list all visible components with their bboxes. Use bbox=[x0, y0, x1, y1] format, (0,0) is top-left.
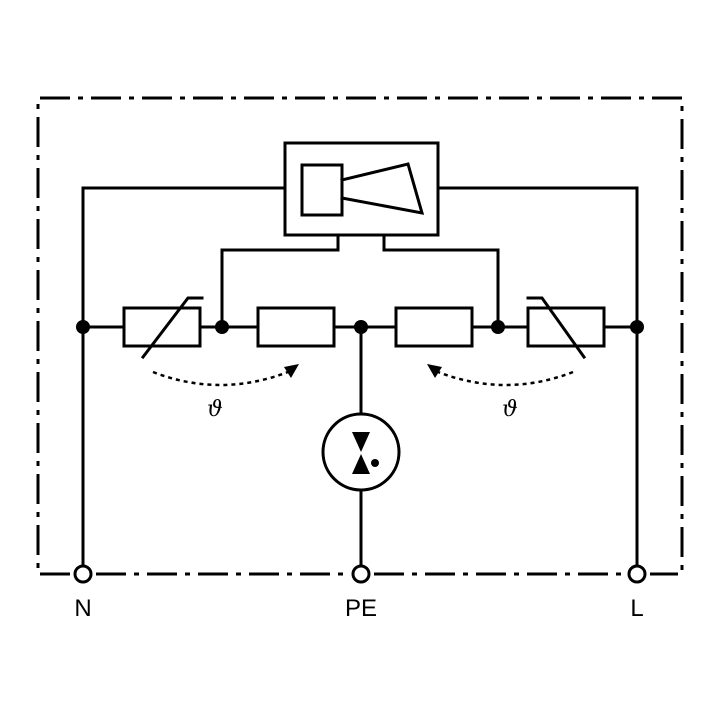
right-thermal-fuse bbox=[394, 306, 474, 348]
device-enclosure bbox=[36, 96, 684, 576]
wire-indicator-to-right-node bbox=[382, 233, 500, 329]
terminal-pe bbox=[351, 564, 371, 584]
terminal-n bbox=[73, 564, 93, 584]
junction-n bbox=[76, 320, 90, 334]
terminal-label-pe: PE bbox=[345, 595, 377, 622]
wire-indicator-to-left-node bbox=[220, 233, 340, 329]
right-varistor bbox=[526, 306, 606, 348]
right-varistor-slash bbox=[526, 296, 587, 360]
spark-gap-arrow-down-icon bbox=[352, 432, 370, 452]
left-varistor-slash bbox=[140, 296, 204, 360]
terminal-l bbox=[627, 564, 647, 584]
junction-right bbox=[491, 320, 505, 334]
terminal-label-n: N bbox=[74, 595, 91, 622]
right-thermal-coupling-arrow bbox=[437, 370, 574, 387]
terminal-label-l: L bbox=[630, 595, 643, 622]
right-thermal-arrowhead-icon bbox=[427, 364, 442, 378]
left-thermal-symbol: ϑ bbox=[207, 397, 223, 422]
spark-gap-dot bbox=[371, 459, 379, 467]
right-thermal-symbol: ϑ bbox=[502, 397, 518, 422]
indicator-flag-icon bbox=[300, 163, 344, 217]
wire-indicator-to-n bbox=[81, 186, 287, 568]
left-varistor bbox=[122, 306, 202, 348]
junction-left bbox=[215, 320, 229, 334]
spark-gap-arrow-up-icon bbox=[352, 454, 370, 474]
wire-indicator-to-l bbox=[436, 186, 639, 568]
indicator-horn-icon bbox=[340, 162, 425, 215]
left-thermal-fuse bbox=[256, 306, 336, 348]
left-thermal-arrowhead-icon bbox=[284, 364, 299, 378]
left-thermal-coupling-arrow bbox=[152, 370, 289, 387]
junction-l bbox=[630, 320, 644, 334]
